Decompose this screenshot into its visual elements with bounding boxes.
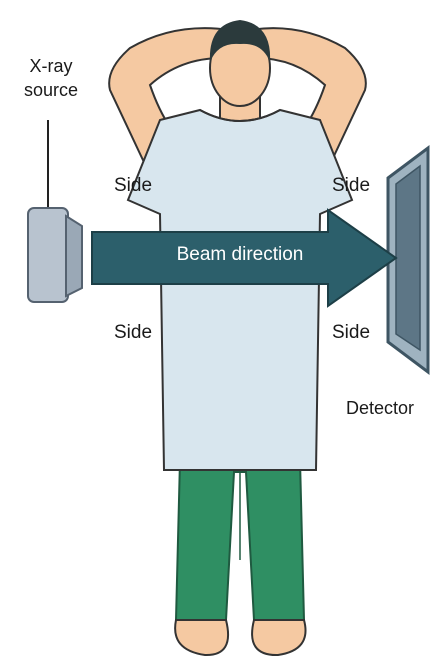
detector-label: Detector: [346, 398, 414, 419]
left-foot: [175, 620, 228, 655]
side-label-upper-right: Side: [332, 175, 370, 197]
xray-source-icon: [28, 208, 82, 302]
gown: [128, 110, 352, 470]
xray-source-label-line1: X-ray: [22, 54, 80, 78]
side-label-lower-right: Side: [332, 322, 370, 344]
side-label-upper-left: Side: [114, 175, 152, 197]
side-label-lower-left: Side: [114, 322, 152, 344]
right-foot: [252, 620, 305, 655]
xray-source-label: X-ray source: [22, 54, 80, 102]
beam-direction-label: Beam direction: [150, 244, 330, 266]
xray-source-label-line2: source: [22, 78, 80, 102]
